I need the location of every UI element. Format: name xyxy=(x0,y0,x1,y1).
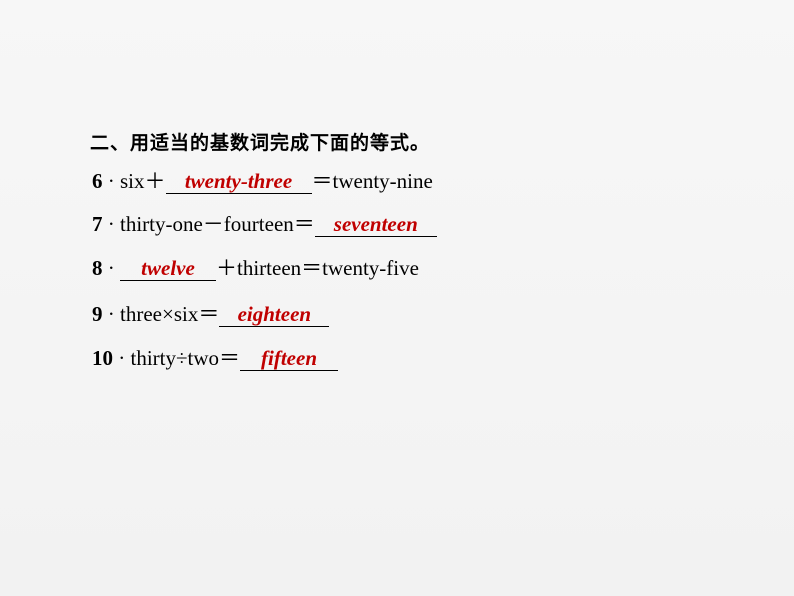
answer-text: seventeen xyxy=(333,212,418,236)
answer-blank[interactable]: eighteen xyxy=(219,302,330,327)
equation-before: three×six＝ xyxy=(120,302,220,326)
equation-line: 8 · twelve ＋thirteen＝twenty-five xyxy=(92,255,419,281)
answer-blank[interactable]: seventeen xyxy=(314,212,437,237)
answer-text: fifteen xyxy=(261,346,318,370)
item-separator: · xyxy=(107,256,115,280)
answer-blank[interactable]: twenty-three xyxy=(165,169,312,194)
answer-blank[interactable]: fifteen xyxy=(240,346,339,371)
answer-blank[interactable]: twelve xyxy=(120,256,216,281)
exercise-heading: 二、用适当的基数词完成下面的等式。 xyxy=(90,132,431,154)
item-number: 6 xyxy=(92,169,103,193)
equation-line: 6 · six＋ twenty-three ＝twenty-nine xyxy=(92,168,433,194)
answer-text: twelve xyxy=(141,256,195,280)
equation-before: thirty-one－fourteen＝ xyxy=(120,212,315,236)
item-separator: · xyxy=(118,346,126,370)
equation-after: ＋thirteen＝twenty-five xyxy=(216,256,419,280)
item-number: 10 xyxy=(92,346,113,370)
equation-after: ＝twenty-nine xyxy=(311,169,433,193)
equation-before: thirty÷two＝ xyxy=(130,346,241,370)
equation-before: six＋ xyxy=(120,169,166,193)
answer-text: eighteen xyxy=(237,302,312,326)
item-separator: · xyxy=(107,169,115,193)
equation-line: 10 · thirty÷two＝ fifteen xyxy=(92,345,339,371)
item-separator: · xyxy=(107,212,115,236)
equation-line: 7 · thirty-one－fourteen＝ seventeen xyxy=(92,211,437,237)
item-number: 8 xyxy=(92,256,103,280)
item-separator: · xyxy=(107,302,115,326)
item-number: 9 xyxy=(92,302,103,326)
answer-text: twenty-three xyxy=(184,169,293,193)
equation-line: 9 · three×six＝ eighteen xyxy=(92,301,330,327)
item-number: 7 xyxy=(92,212,103,236)
